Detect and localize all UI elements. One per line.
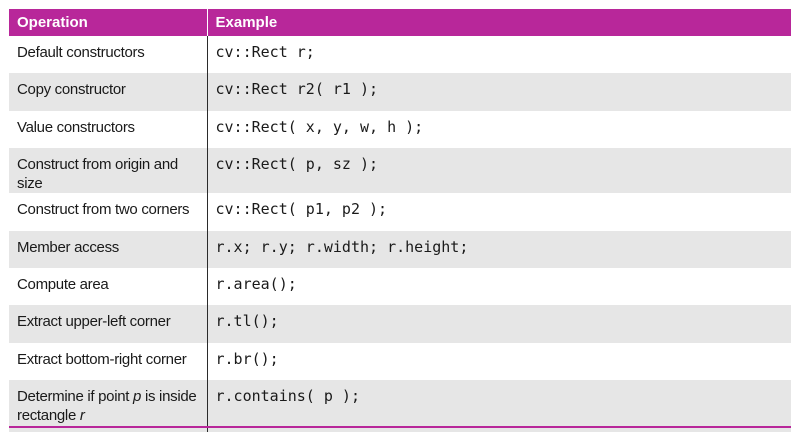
- operations-table: Operation Example Default constructors c…: [9, 9, 791, 433]
- example-cell: r.x; r.y; r.width; r.height;: [207, 230, 791, 268]
- table-row: Construct from two corners cv::Rect( p1,…: [9, 193, 791, 231]
- example-cell: r.tl();: [207, 305, 791, 343]
- example-cell: cv::Rect( p, sz );: [207, 148, 791, 194]
- example-cell: cv::Rect r2( r1 );: [207, 73, 791, 111]
- operation-cell: Copy constructor: [9, 73, 208, 111]
- operation-cell: Construct from two corners: [9, 193, 208, 231]
- table-bottom-rule: [9, 426, 791, 428]
- operation-cell: Compute area: [9, 267, 208, 306]
- table-row: Value constructors cv::Rect( x, y, w, h …: [9, 110, 791, 149]
- example-cell: r.contains( p );: [207, 380, 791, 433]
- column-header-example: Example: [207, 9, 791, 36]
- table-row: Extract bottom-right corner r.br();: [9, 342, 791, 381]
- table-row: Compute area r.area();: [9, 267, 791, 306]
- example-cell: cv::Rect r;: [207, 36, 791, 74]
- column-header-operation: Operation: [9, 9, 208, 36]
- operation-text: is inside rectangle: [17, 388, 197, 425]
- operation-cell: Default constructors: [9, 36, 208, 74]
- operation-cell: Member access: [9, 230, 208, 268]
- example-cell: cv::Rect( x, y, w, h );: [207, 110, 791, 149]
- table-row: Determine if point p is inside rectangle…: [9, 380, 791, 433]
- operation-text: Determine if point: [17, 388, 134, 406]
- rectangle-variable: r: [79, 407, 85, 425]
- header-row: Operation Example: [9, 9, 791, 36]
- operation-cell: Construct from origin and size: [9, 148, 208, 194]
- example-cell: cv::Rect( p1, p2 );: [207, 193, 791, 231]
- example-cell: r.area();: [207, 267, 791, 306]
- operation-cell: Value constructors: [9, 110, 208, 149]
- table-row: Construct from origin and size cv::Rect(…: [9, 148, 791, 194]
- operation-cell: Extract bottom-right corner: [9, 342, 208, 381]
- example-cell: r.br();: [207, 342, 791, 381]
- table-row: Member access r.x; r.y; r.width; r.heigh…: [9, 230, 791, 268]
- table-row: Copy constructor cv::Rect r2( r1 );: [9, 73, 791, 111]
- table-row: Extract upper-left corner r.tl();: [9, 305, 791, 343]
- operation-cell: Extract upper-left corner: [9, 305, 208, 343]
- table-row: Default constructors cv::Rect r;: [9, 36, 791, 74]
- point-variable: p: [133, 388, 142, 406]
- operation-cell: Determine if point p is inside rectangle…: [9, 380, 208, 433]
